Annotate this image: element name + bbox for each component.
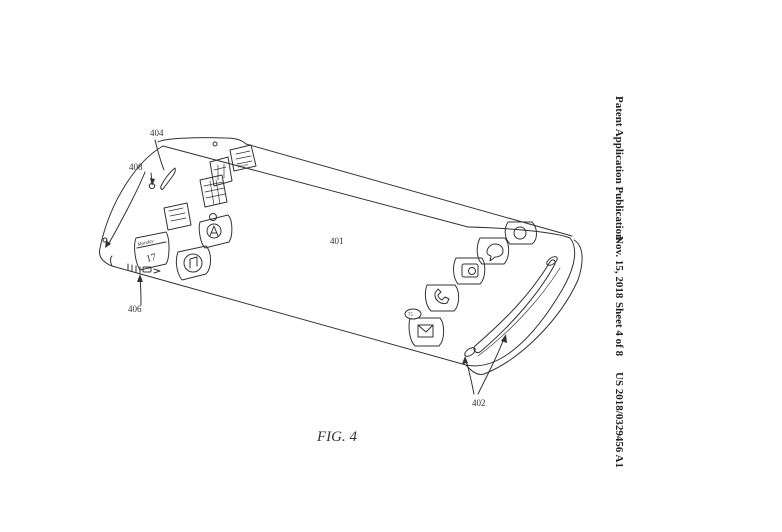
- ref-408: 408: [129, 162, 143, 172]
- mail-badge-count: 75: [408, 313, 414, 318]
- ref-406: 406: [128, 304, 142, 314]
- mail-notification-badge: [404, 308, 422, 320]
- calendar-day-label: 17: [145, 252, 157, 265]
- reference-arrowheads: [105, 178, 507, 364]
- app-store-icon: [198, 214, 233, 249]
- music-app-icon: [175, 245, 211, 281]
- curved-device-outline: [99, 137, 583, 375]
- right-upper-port: [546, 256, 558, 266]
- camera-app-icon: [453, 257, 486, 285]
- music-widget-icon: [229, 144, 257, 172]
- messages-app-icon: [476, 237, 510, 265]
- figure-caption: FIG. 4: [316, 429, 357, 445]
- left-lower-dot: [102, 237, 108, 243]
- right-lower-port: [464, 347, 476, 357]
- ref-402: 402: [472, 398, 486, 408]
- calendar-month-label: Monday: [136, 239, 155, 248]
- right-speaker-slot: [473, 259, 556, 353]
- mail-app-icon: [408, 317, 445, 347]
- ref-401: 401: [330, 236, 344, 246]
- calendar-app-icon: [134, 231, 170, 271]
- settings-app-icon: [504, 221, 537, 245]
- phone-app-icon: [424, 284, 460, 312]
- right-side-features: [464, 256, 561, 357]
- calculator-app-icon: [199, 174, 228, 208]
- photos-app-label: Photos: [237, 161, 249, 169]
- left-speaker-slot: [160, 167, 176, 190]
- left-app-icons: [134, 144, 257, 281]
- left-top-dot: [212, 141, 218, 147]
- photos-app-icon: [209, 156, 233, 187]
- notes-app-icon: [163, 202, 192, 231]
- right-app-icons: [404, 221, 537, 347]
- left-side-features: [102, 141, 218, 243]
- ref-404: 404: [150, 128, 164, 138]
- reference-leader-lines: [107, 139, 505, 395]
